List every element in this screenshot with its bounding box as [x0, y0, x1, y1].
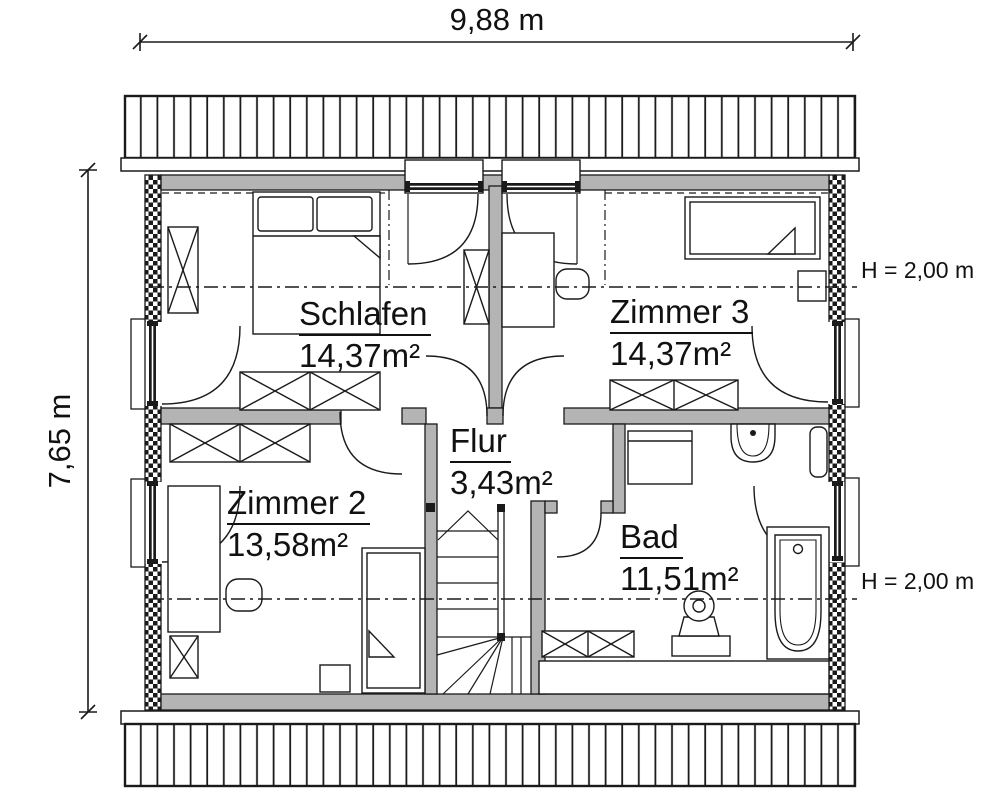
knee-wall-ledge [538, 660, 830, 695]
room-name: Zimmer 2 [227, 485, 371, 525]
blanket-fold [368, 629, 396, 658]
exterior-wall-bottom [160, 693, 830, 711]
room-name: Flur [450, 423, 511, 463]
staircase [426, 503, 531, 695]
roof-band-top [120, 94, 860, 172]
height-marker-upper: H = 2,00 m [861, 257, 975, 283]
room-name: Schlafen [299, 296, 432, 336]
desk [167, 485, 221, 633]
room-area: 3,43m² [450, 463, 553, 501]
shower [627, 430, 693, 485]
fixtures-bad [538, 423, 830, 695]
chair [225, 578, 263, 612]
room-label-bad: Bad 11,51m² [620, 519, 739, 597]
dormer-window-left [404, 159, 484, 265]
height-marker-lines [150, 286, 857, 600]
desk [501, 232, 555, 328]
height-marker-lower: H = 2,00 m [861, 568, 975, 594]
room-label-zimmer3: Zimmer 3 14,37m² [610, 294, 754, 372]
room-name: Bad [620, 519, 683, 559]
pillow [316, 196, 373, 232]
roof-band-bottom [120, 710, 860, 788]
furniture-zimmer2 [167, 423, 426, 694]
pillow [257, 196, 314, 232]
door-arc-zimmer2 [339, 411, 403, 475]
chair [555, 268, 590, 300]
gable-wall-right [828, 174, 846, 711]
room-label-schlafen: Schlafen 14,37m² [299, 296, 432, 374]
window-zimmer3 [751, 318, 860, 408]
dormer-window-right [501, 159, 581, 265]
blanket-fold [352, 235, 381, 260]
room-area: 11,51m² [620, 559, 739, 597]
furniture-zimmer3 [501, 196, 827, 411]
exterior-walls [144, 174, 846, 711]
door-arc-schlafen [425, 355, 488, 417]
door-arc-zimmer3 [502, 355, 565, 417]
stair-direction-arrow [437, 510, 499, 541]
room-label-flur: Flur 3,43m² [450, 423, 553, 501]
door-arc-bad [556, 512, 602, 558]
room-area: 14,37m² [299, 336, 421, 374]
dimension-width-label: 9,88 m [449, 2, 545, 37]
room-area: 14,37m² [610, 334, 732, 372]
room-area: 13,58m² [227, 525, 349, 563]
gable-wall-left [144, 174, 162, 711]
toilet-cistern [671, 635, 731, 657]
dimension-height-label: 7,65 m [42, 393, 77, 489]
dimension-line-top [132, 33, 861, 51]
washbasin [730, 423, 776, 463]
radiator [809, 426, 828, 478]
room-label-zimmer2: Zimmer 2 13,58m² [227, 485, 371, 563]
blanket-fold [766, 226, 796, 255]
dimension-line-left [79, 162, 97, 720]
stool [319, 664, 351, 693]
window-schlafen [130, 318, 241, 410]
stair-railing [497, 508, 505, 638]
nightstand [797, 270, 827, 302]
room-name: Zimmer 3 [610, 294, 754, 334]
